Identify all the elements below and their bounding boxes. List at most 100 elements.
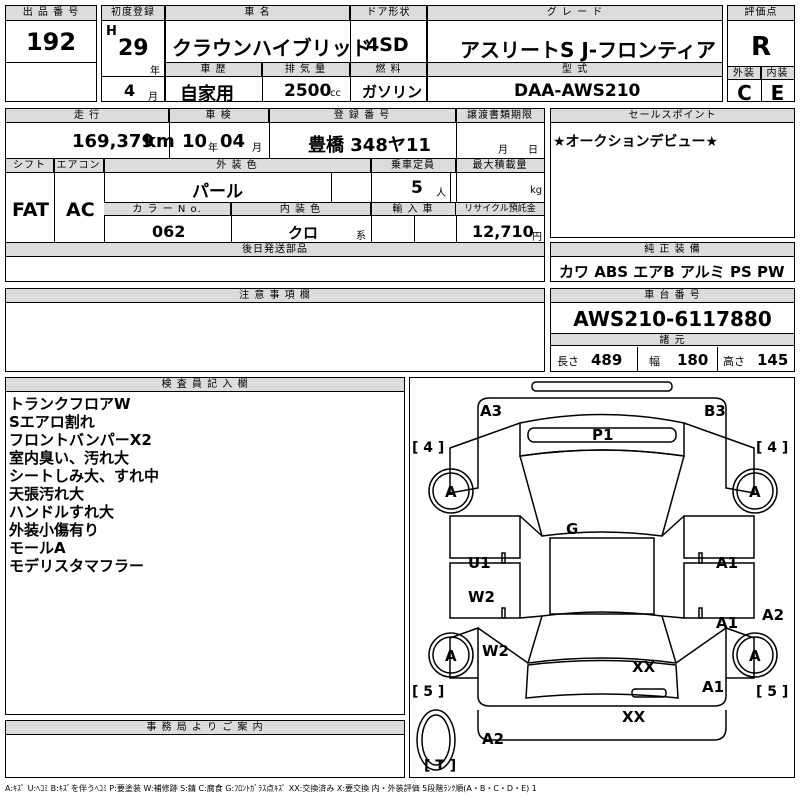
mark-a2-bumper: A2 <box>482 730 505 748</box>
car-outline-diagram <box>416 381 778 771</box>
remark-line: ハンドルすれ大 <box>9 503 115 521</box>
mileage-unit: km <box>144 131 175 152</box>
int-color-label: 内 装 色 <box>231 203 371 216</box>
car-history-label: 車 歴 <box>166 63 262 77</box>
shift: FAT <box>12 199 49 221</box>
grade-box: グ レ ー ド アスリートS J-フロンティア 型 式 DAA-AWS210 <box>427 5 723 102</box>
int-color: クロ <box>288 224 319 242</box>
mark-w2-upper: W2 <box>468 588 495 606</box>
length: 489 <box>591 351 623 369</box>
import-label: 輸 入 車 <box>371 203 456 216</box>
tread-front-left: [ 4 ] <box>412 440 445 456</box>
displacement-unit: cc <box>330 88 341 99</box>
car-history: 自家用 <box>180 84 234 105</box>
remark-line: Sエアロ割れ <box>9 413 95 431</box>
remark-line: 天張汚れ大 <box>9 485 85 503</box>
grade: アスリートS J-フロンティア <box>460 38 716 62</box>
damage-diagram: A3 B3 P1 G U1 W2 W2 A1 A1 A2 XX A1 XX A2… <box>409 377 795 778</box>
overall-score: R <box>750 32 772 62</box>
fuel-label: 燃 料 <box>351 63 426 77</box>
spare-tire-mark: [ T ] <box>424 758 457 774</box>
era: H <box>106 24 117 39</box>
max-load-unit: kg <box>530 185 543 196</box>
mark-a1-rear: A1 <box>702 678 725 696</box>
inspection-month-unit: 月 <box>252 143 262 154</box>
mark-b3: B3 <box>704 402 726 420</box>
recycle-unit: 円 <box>532 232 542 243</box>
interior-score: E <box>770 81 785 105</box>
specs-box: 走 行 車 検 登 録 番 号 譲渡書類期限 169,379 km 10 年 0… <box>5 108 545 282</box>
dimensions-label: 諸 元 <box>551 333 794 346</box>
score-box: 評価点 R 外装 内装 C E <box>727 5 795 105</box>
remark-line: モールA <box>9 539 66 557</box>
transfer-deadline-label: 譲渡書類期限 <box>456 109 544 123</box>
car-name-label: 車 名 <box>166 6 350 21</box>
later-parts-label: 後日発送部品 <box>6 243 544 257</box>
color-number-label: カ ラ ー N o. <box>104 203 231 216</box>
mark-xx-bumper: XX <box>622 708 646 726</box>
capacity-label: 乗車定員 <box>371 159 456 173</box>
ac-label: エアコン <box>54 159 104 173</box>
lot-number-box: 出 品 番 号 192 <box>5 5 97 102</box>
grade-label: グ レ ー ド <box>428 6 722 21</box>
mark-a1-side-upper: A1 <box>716 554 739 572</box>
inspector-box: 検 査 員 記 入 欄 トランクフロアW Sエアロ割れ フロントバンパーX2 室… <box>5 377 405 715</box>
inspection-year: 10 <box>182 131 208 152</box>
exterior-score: C <box>737 81 752 105</box>
displacement: 2500 <box>284 81 332 101</box>
tread-front-right: [ 4 ] <box>756 440 789 456</box>
mark-w2-lower: W2 <box>482 642 509 660</box>
max-load-label: 最大積載量 <box>456 159 544 173</box>
tread-rear-right: [ 5 ] <box>756 684 789 700</box>
tread-rear-left: [ 5 ] <box>412 684 445 700</box>
height: 145 <box>757 351 789 369</box>
tire-rear-right-mark: A <box>749 647 761 665</box>
inspection-label: 車 検 <box>169 109 269 123</box>
car-name: クラウンハイブリッド <box>172 36 372 60</box>
office-label: 事 務 局 よ り ご 案 内 <box>6 721 404 735</box>
chassis-label: 車 台 番 号 <box>551 289 794 303</box>
interior-score-label: 内装 <box>761 67 794 80</box>
equipment-label: 純 正 装 備 <box>551 243 794 257</box>
tire-front-right-mark: A <box>749 483 761 501</box>
exterior-score-label: 外装 <box>728 67 761 80</box>
air-conditioner: AC <box>66 199 95 221</box>
mileage: 169,379 <box>72 131 154 152</box>
mark-a3: A3 <box>480 402 503 420</box>
inspection-month: 04 <box>220 131 246 152</box>
registration-label: 登 録 番 号 <box>269 109 456 123</box>
mileage-label: 走 行 <box>6 109 169 123</box>
first-registration-box: 初度登録 H 29 年 4 月 <box>101 5 165 103</box>
remark-line: フロントバンパーX2 <box>9 431 152 449</box>
inspection-year-unit: 年 <box>208 143 218 154</box>
first-reg-label: 初度登録 <box>102 6 164 21</box>
tire-rear-left-mark: A <box>445 647 457 665</box>
shift-label: シフト <box>6 159 54 173</box>
reg-month: 4 <box>124 81 136 100</box>
mark-p1: P1 <box>592 426 614 444</box>
height-label: 高さ <box>723 355 745 368</box>
width-label: 幅 <box>649 355 660 368</box>
recycle-label: リサイクル預託金 <box>456 203 544 216</box>
equipment-items: カワ ABS エアB アルミ PS PW <box>559 263 785 281</box>
inspector-label: 検 査 員 記 入 欄 <box>6 378 404 392</box>
model-label: 型 式 <box>428 63 722 77</box>
transfer-day: 日 <box>528 145 538 156</box>
month-unit: 月 <box>148 92 158 103</box>
score-label: 評価点 <box>728 6 794 21</box>
chassis-box: 車 台 番 号 AWS210-6117880 諸 元 長さ 489 幅 180 … <box>550 288 795 372</box>
lot-number: 192 <box>25 28 77 56</box>
mark-g: G <box>566 520 579 538</box>
recycle-fee: 12,710 <box>472 222 534 241</box>
tire-front-left-mark: A <box>445 483 457 501</box>
year-unit: 年 <box>150 66 160 77</box>
inspector-remarks: トランクフロアW Sエアロ割れ フロントバンパーX2 室内臭い、汚れ大 シートし… <box>9 395 159 575</box>
ext-color-label: 外 装 色 <box>104 159 371 173</box>
registration-number: 豊橋 348ヤ11 <box>308 135 431 156</box>
color-number: 062 <box>152 222 186 241</box>
reg-year: 29 <box>118 36 149 61</box>
fuel: ガソリン <box>362 83 423 101</box>
notes-label: 注 意 事 項 欄 <box>6 289 544 303</box>
sales-point-box: セールスポイント ★オークションデビュー★ <box>550 108 795 238</box>
remark-line: トランクフロアW <box>9 395 131 413</box>
